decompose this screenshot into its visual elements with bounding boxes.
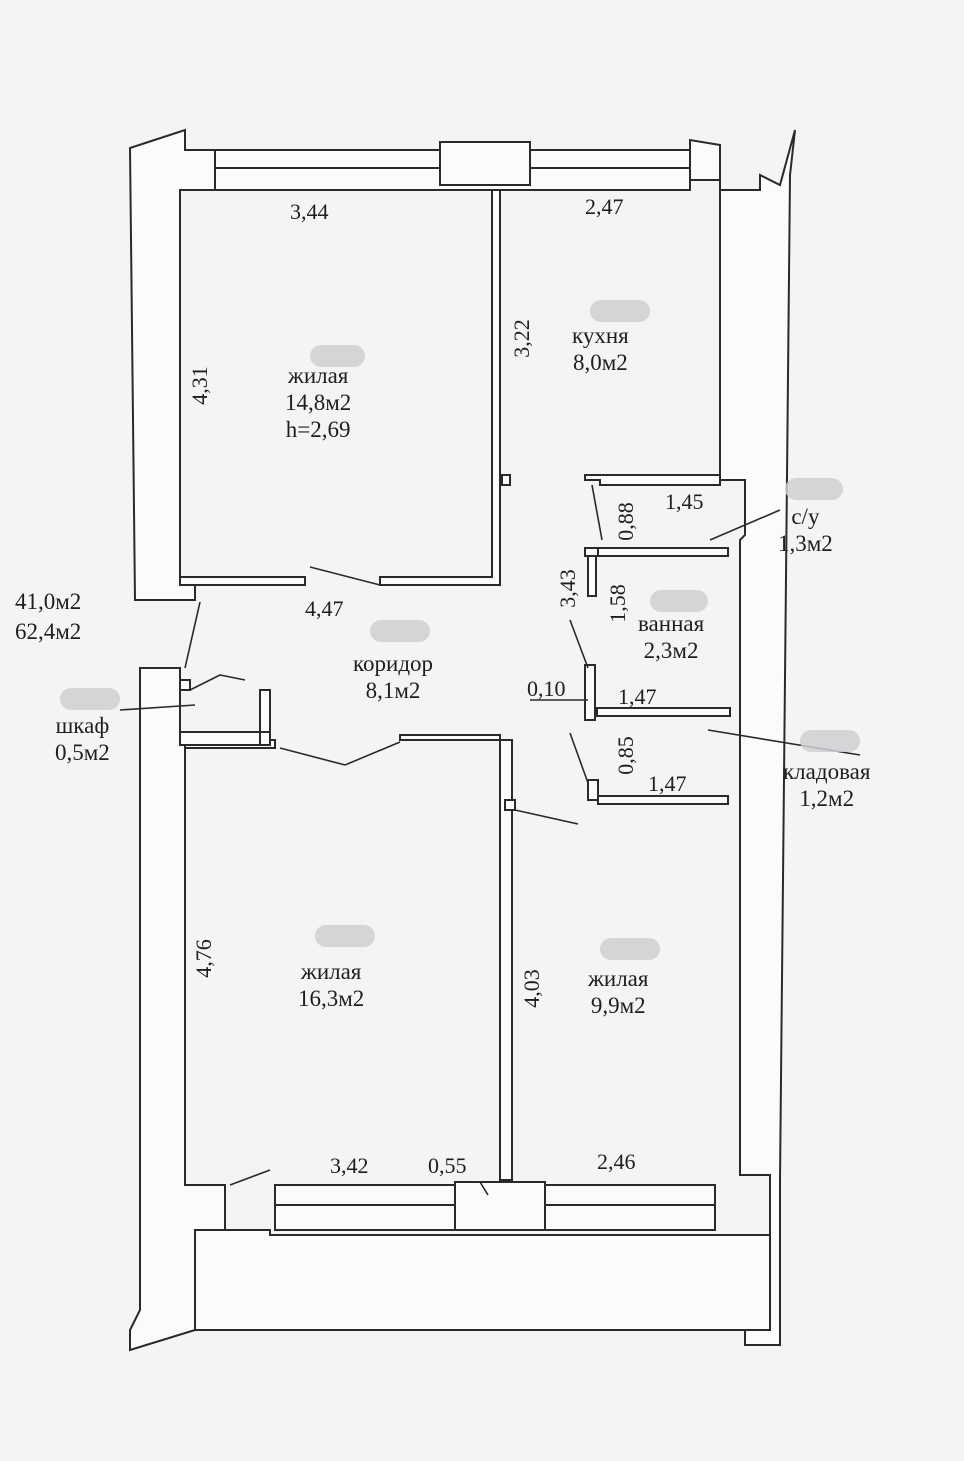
redacted-mark [785,478,843,500]
wall-bottom [194,1229,771,1331]
room-name: с/у [791,504,820,529]
redacted-mark [800,730,860,752]
dim-bath-width: 1,47 [618,684,657,709]
room-area: 0,5м2 [55,740,110,765]
room-living2: жилая 16,3м2 [298,958,364,1012]
room-storage: кладовая 1,2м2 [783,758,870,812]
room-area: 2,3м2 [643,638,699,663]
partitions [179,189,731,1181]
dim-living3-width: 2,46 [597,1149,636,1174]
room-name: шкаф [55,713,110,738]
room-area: 14,8м2 [285,390,352,415]
doors [184,484,603,1186]
window-top-pier [439,141,531,186]
room-living3: жилая 9,9м2 [588,965,648,1019]
dim-wc-depth: 0,88 [612,502,638,541]
wall-top-right [689,129,796,1346]
room-area: 1,3м2 [778,531,833,556]
wc-walls [584,474,721,486]
windows [214,141,716,1231]
room-height: h=2,69 [285,417,351,442]
room-wc: с/у 1,3м2 [778,503,833,557]
dim-kitchen-width: 2,47 [585,194,624,219]
redacted-mark [600,938,660,960]
dim-partition: 0,10 [527,676,566,701]
dim-storage-depth: 0,85 [612,736,638,775]
room-name: кухня [572,323,629,348]
room-name: жилая [287,363,349,388]
room-name: ванная [638,611,705,636]
room-area: 9,9м2 [590,993,646,1018]
redacted-mark [60,688,120,710]
room-name: жилая [300,959,362,984]
dim-living2-depth: 4,76 [190,939,216,978]
room-name: кладовая [783,759,871,784]
living-area-total: 41,0м2 [15,589,82,614]
dim-wc-width: 1,45 [665,489,704,514]
room-name: жилая [588,966,649,991]
redacted-mark [590,300,650,322]
room-kitchen: кухня 8,0м2 [572,322,629,376]
total-area: 62,4м2 [15,619,82,644]
room-closet: шкаф 0,5м2 [55,712,110,766]
dim-service-depth: 3,43 [554,569,580,608]
room-area: 8,1м2 [365,678,421,703]
room-area: 16,3м2 [298,986,365,1011]
dim-living1-width: 3,44 [290,199,329,224]
dim-living2-width: 3,42 [330,1153,369,1178]
room-area: 1,2м2 [799,786,855,811]
room-area: 8,0м2 [572,350,628,375]
dim-pier-width: 0,55 [428,1153,467,1178]
partition-living1-kitchen [379,189,501,586]
room-living1: жилая 14,8м2 h=2,69 [285,362,351,443]
dim-corridor-length: 4,47 [305,596,344,621]
dim-kitchen-depth: 3,22 [508,319,534,358]
dim-living1-depth: 4,31 [186,366,212,405]
partition-living2-living3 [399,734,513,1181]
redacted-mark [315,925,375,947]
window-bottom-pier [454,1181,546,1231]
room-name: коридор [353,651,434,676]
dim-living3-depth: 4,03 [518,969,544,1008]
redacted-mark [310,345,365,367]
wall-top-left [128,128,216,601]
closet-walls [179,679,271,746]
room-corridor: коридор 8,1м2 [353,650,433,704]
redacted-mark [650,590,708,612]
dim-storage-width: 1,47 [648,771,687,796]
room-bath: ванная 2,3м2 [638,610,704,664]
redacted-mark [370,620,430,642]
dim-bath-depth: 1,58 [604,584,630,623]
